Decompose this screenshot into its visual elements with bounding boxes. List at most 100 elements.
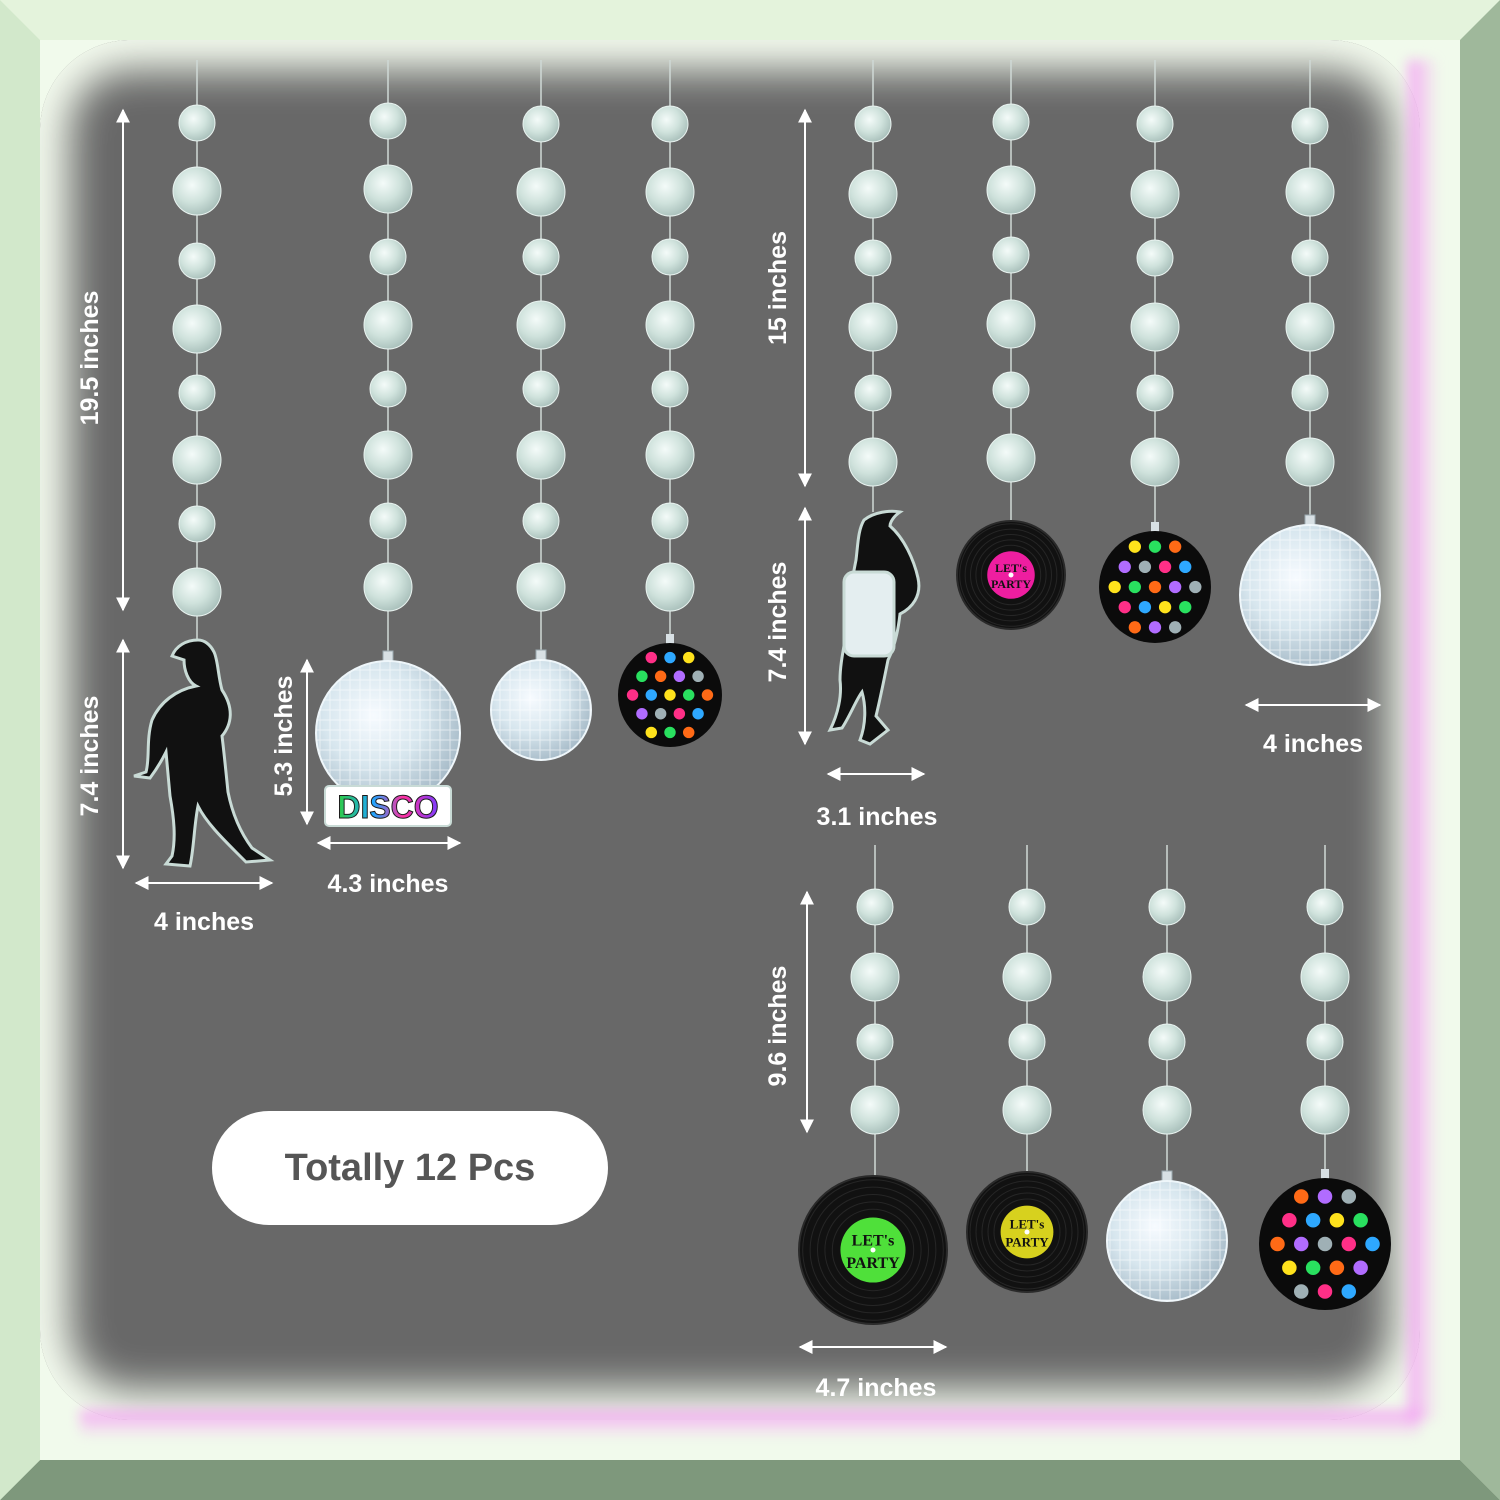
polka-dot (1282, 1212, 1297, 1228)
polka-dot (1353, 1260, 1368, 1276)
bead (516, 562, 566, 612)
ball-mirror-grid (1240, 525, 1380, 665)
record-spindle (1024, 1229, 1030, 1235)
polka-dot (1341, 1284, 1357, 1299)
polka-dot (1341, 1189, 1357, 1204)
bead (651, 238, 689, 276)
polka-dot (1317, 1189, 1333, 1204)
bead (1136, 239, 1174, 277)
record-groove (980, 544, 1042, 606)
polka-dot (1305, 1212, 1321, 1228)
bead (992, 371, 1030, 409)
polka-dot (1108, 580, 1121, 594)
bead (369, 502, 407, 540)
polka-dot (1128, 580, 1141, 594)
polka-dot (654, 708, 667, 720)
bead (1142, 1085, 1192, 1135)
polka-dot (1169, 580, 1182, 594)
polka-dot (683, 651, 695, 664)
bead (172, 567, 222, 617)
bead (854, 105, 892, 143)
dimension-label: 3.1 inches (817, 803, 938, 831)
record-groove (817, 1194, 929, 1306)
record-groove (959, 523, 1063, 627)
bead (1148, 1023, 1186, 1061)
bead (1300, 952, 1350, 1002)
polka-dot (1118, 601, 1131, 614)
record-groove (831, 1208, 915, 1292)
polka-dot (1293, 1284, 1309, 1299)
polka-dot (1317, 1236, 1333, 1252)
polka-dot (1329, 1260, 1345, 1276)
bead (1002, 952, 1052, 1002)
bead (178, 505, 216, 543)
dimension-label: 7.4 inches (764, 562, 792, 683)
record-label-text: LET's (995, 561, 1027, 575)
bead (1002, 1085, 1052, 1135)
dimension-label: 9.6 inches (764, 966, 792, 1087)
disco-label: DISCO (337, 789, 438, 825)
bead (645, 167, 695, 217)
ball-mirror-grid (491, 660, 591, 760)
ball-cap (1151, 522, 1159, 532)
polka-dot (645, 726, 658, 739)
bead (1285, 437, 1335, 487)
bead (178, 242, 216, 280)
bead (516, 430, 566, 480)
bead (645, 300, 695, 350)
ball-mirror-grid (316, 661, 460, 805)
polka-dot (1158, 601, 1172, 614)
bead (651, 502, 689, 540)
bead (522, 238, 560, 276)
record-label-text: LET's (852, 1233, 895, 1250)
bead (645, 562, 695, 612)
bead (856, 888, 894, 926)
ball-cap (1321, 1169, 1329, 1179)
bead (848, 302, 898, 352)
bead (1291, 374, 1329, 412)
bead (516, 300, 566, 350)
polka-dot (1128, 621, 1141, 634)
polka-dot (683, 689, 695, 701)
record-groove (964, 528, 1058, 622)
bead (1008, 1023, 1046, 1061)
bead (1008, 888, 1046, 926)
bead (1148, 888, 1186, 926)
ball-cap (666, 634, 674, 644)
polka-dot (664, 651, 676, 664)
record-groove (993, 1198, 1061, 1266)
polka-dot (654, 670, 667, 683)
dimension-lines (116, 108, 1382, 1354)
record-groove (970, 534, 1052, 616)
record-label-text: PARTY (846, 1255, 900, 1272)
dimension-label: 4 inches (154, 908, 254, 936)
record-groove (975, 539, 1047, 611)
bead (1291, 239, 1329, 277)
polka-dot (683, 726, 695, 739)
bead (986, 299, 1036, 349)
record-groove (987, 1192, 1067, 1272)
dimension-label: 15 inches (764, 231, 792, 345)
bead (854, 239, 892, 277)
quantity-badge: Totally 12 Pcs (212, 1111, 608, 1225)
bead (1136, 374, 1174, 412)
record-groove (969, 1174, 1085, 1290)
bead (1136, 105, 1174, 143)
record-label-text: PARTY (991, 577, 1031, 591)
bead (1285, 167, 1335, 217)
polka-dot (1138, 560, 1152, 574)
polka-dot (1305, 1260, 1321, 1276)
polka-dot (664, 726, 676, 739)
bead (986, 165, 1036, 215)
record-spindle (870, 1247, 876, 1253)
bead (363, 300, 413, 350)
record-groove (824, 1201, 922, 1299)
bead (1300, 1085, 1350, 1135)
polka-dot (1148, 580, 1162, 594)
bead (172, 435, 222, 485)
polka-dot (1148, 621, 1162, 634)
bead (1130, 302, 1180, 352)
bead (651, 370, 689, 408)
bead (850, 952, 900, 1002)
